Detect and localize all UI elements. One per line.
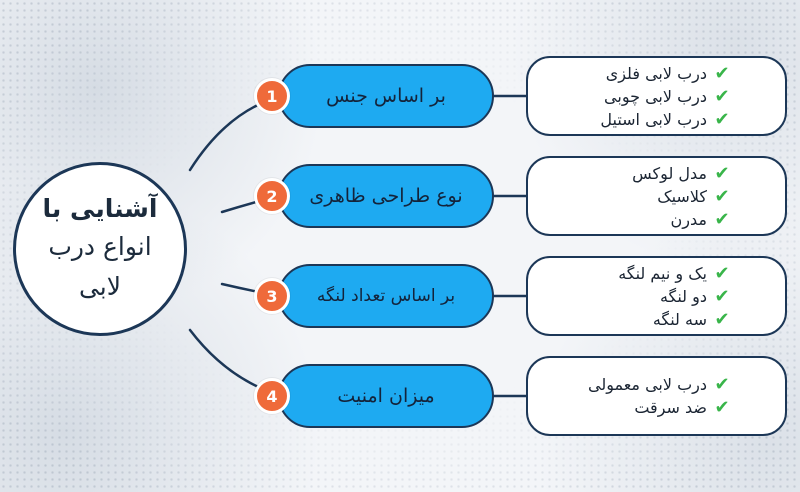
category-label: نوع طراحی ظاهری: [309, 185, 463, 207]
list-item: ✔درب لابی چوبی: [528, 85, 733, 108]
options-box-security: ✔درب لابی معمولی ✔ضد سرقت: [526, 356, 787, 436]
center-title: آشنایی با: [42, 194, 158, 223]
category-label: میزان امنیت: [337, 385, 435, 407]
options-box-material: ✔درب لابی فلزی ✔درب لابی چوبی ✔درب لابی …: [526, 56, 787, 136]
category-security: میزان امنیت: [278, 364, 494, 428]
check-mark-icon: ✔: [714, 308, 730, 330]
center-subtitle-line-1: انواع درب: [48, 232, 152, 261]
number-badge-3: 3: [254, 278, 290, 314]
options-box-leaf-count: ✔یک و نیم لنگه ✔دو لنگه ✔سه لنگه: [526, 256, 787, 336]
list-item: ✔درب لابی فلزی: [528, 62, 733, 85]
check-mark-icon: ✔: [714, 262, 730, 284]
list-item: ✔ضد سرقت: [528, 396, 733, 419]
check-mark-icon: ✔: [714, 374, 730, 395]
list-item: ✔مدرن: [528, 208, 733, 231]
check-mark-icon: ✔: [714, 108, 730, 130]
number-badge-4: 4: [254, 378, 290, 414]
category-label: بر اساس تعداد لنگه: [316, 286, 456, 306]
check-mark-icon: ✔: [714, 85, 730, 107]
center-topic: آشنایی با انواع درب لابی: [13, 162, 187, 336]
list-item: ✔دو لنگه: [528, 285, 733, 308]
category-material: بر اساس جنس: [278, 64, 494, 128]
category-appearance: نوع طراحی ظاهری: [278, 164, 494, 228]
number-badge-2: 2: [254, 178, 290, 214]
category-leaf-count: بر اساس تعداد لنگه: [278, 264, 494, 328]
list-item: ✔سه لنگه: [528, 308, 733, 331]
list-item: ✔مدل لوکس: [528, 162, 733, 185]
check-mark-icon: ✔: [714, 285, 730, 307]
check-mark-icon: ✔: [714, 62, 730, 84]
list-item: ✔درب لابی استیل: [528, 108, 733, 131]
list-item: ✔درب لابی معمولی: [528, 373, 733, 396]
center-subtitle-line-2: لابی: [78, 272, 122, 301]
check-mark-icon: ✔: [714, 185, 730, 207]
check-mark-icon: ✔: [714, 162, 730, 184]
category-label: بر اساس جنس: [326, 85, 446, 107]
list-item: ✔یک و نیم لنگه: [528, 262, 733, 285]
list-item: ✔کلاسیک: [528, 185, 733, 208]
check-mark-icon: ✔: [714, 208, 730, 230]
number-badge-1: 1: [254, 78, 290, 114]
check-mark-icon: ✔: [714, 397, 730, 418]
options-box-appearance: ✔مدل لوکس ✔کلاسیک ✔مدرن: [526, 156, 787, 236]
